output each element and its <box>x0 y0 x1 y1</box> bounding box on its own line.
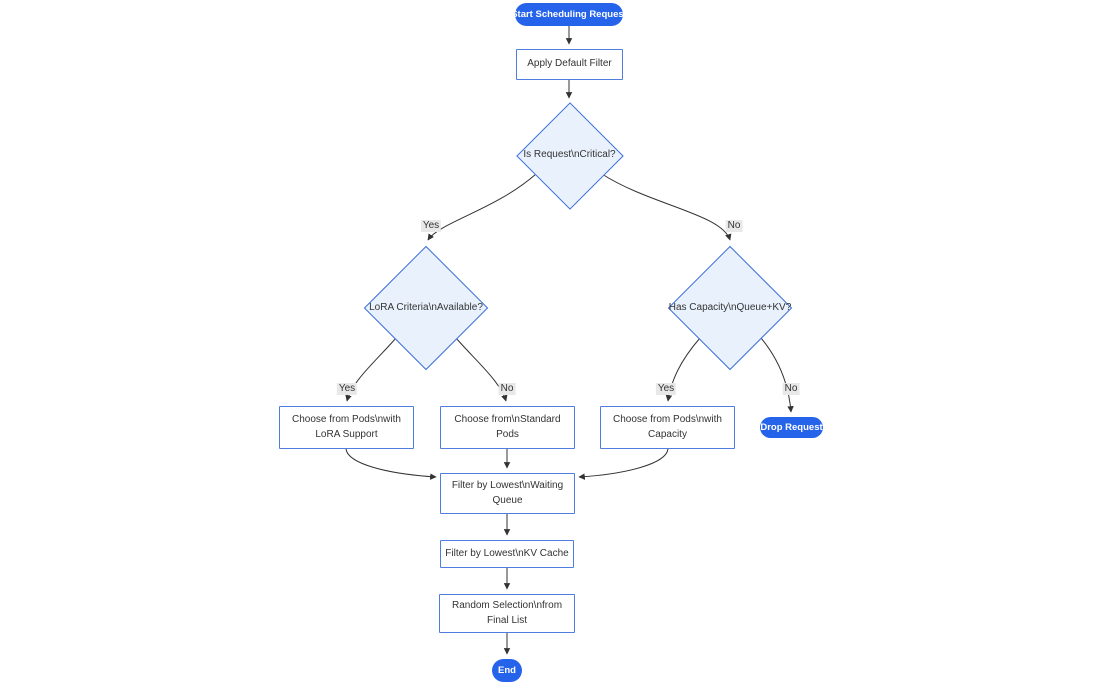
edge-label-critical-no: No <box>725 220 743 232</box>
node-filter-waiting-queue: Filter by Lowest\nWaiting Queue <box>440 473 575 514</box>
edge-label-lora-no: No <box>498 383 516 395</box>
node-apply-default-filter: Apply Default Filter <box>516 49 623 80</box>
edge-label-lora-yes: Yes <box>336 383 358 395</box>
node-start: Start Scheduling Request <box>511 3 627 26</box>
node-filter-kv-cache: Filter by Lowest\nKV Cache <box>440 540 574 568</box>
node-random-selection: Random Selection\nfrom Final List <box>439 594 575 633</box>
decision-is-critical: Is Request\nCritical? <box>515 101 624 210</box>
edge-label-capacity-yes: Yes <box>655 383 677 395</box>
edge-critical-no <box>601 173 732 241</box>
decision-is-critical-label: Is Request\nCritical? <box>523 149 616 161</box>
decision-lora-criteria: LoRA Criteria\nAvailable? <box>363 245 489 371</box>
edge-critical-yes <box>427 173 537 241</box>
edge-capacity-no <box>760 337 794 413</box>
node-choose-capacity-pods: Choose from Pods\nwith Capacity <box>600 406 735 449</box>
node-choose-standard-pods: Choose from\nStandard Pods <box>440 406 575 449</box>
node-choose-lora-pods: Choose from Pods\nwith LoRA Support <box>279 406 414 449</box>
decision-has-capacity-label: Has Capacity\nQueue+KV? <box>668 301 792 313</box>
edge-label-critical-yes: Yes <box>420 220 442 232</box>
decision-has-capacity: Has Capacity\nQueue+KV? <box>667 245 793 371</box>
decision-lora-criteria-label: LoRA Criteria\nAvailable? <box>369 301 483 313</box>
edge-label-capacity-no: No <box>782 383 800 395</box>
edge-lorapods-filter <box>345 448 437 480</box>
edge-capacitypods-filter <box>578 448 669 480</box>
edge-capacity-yes <box>665 337 701 402</box>
node-end: End <box>492 659 522 682</box>
node-drop-request: Drop Request <box>760 417 823 438</box>
